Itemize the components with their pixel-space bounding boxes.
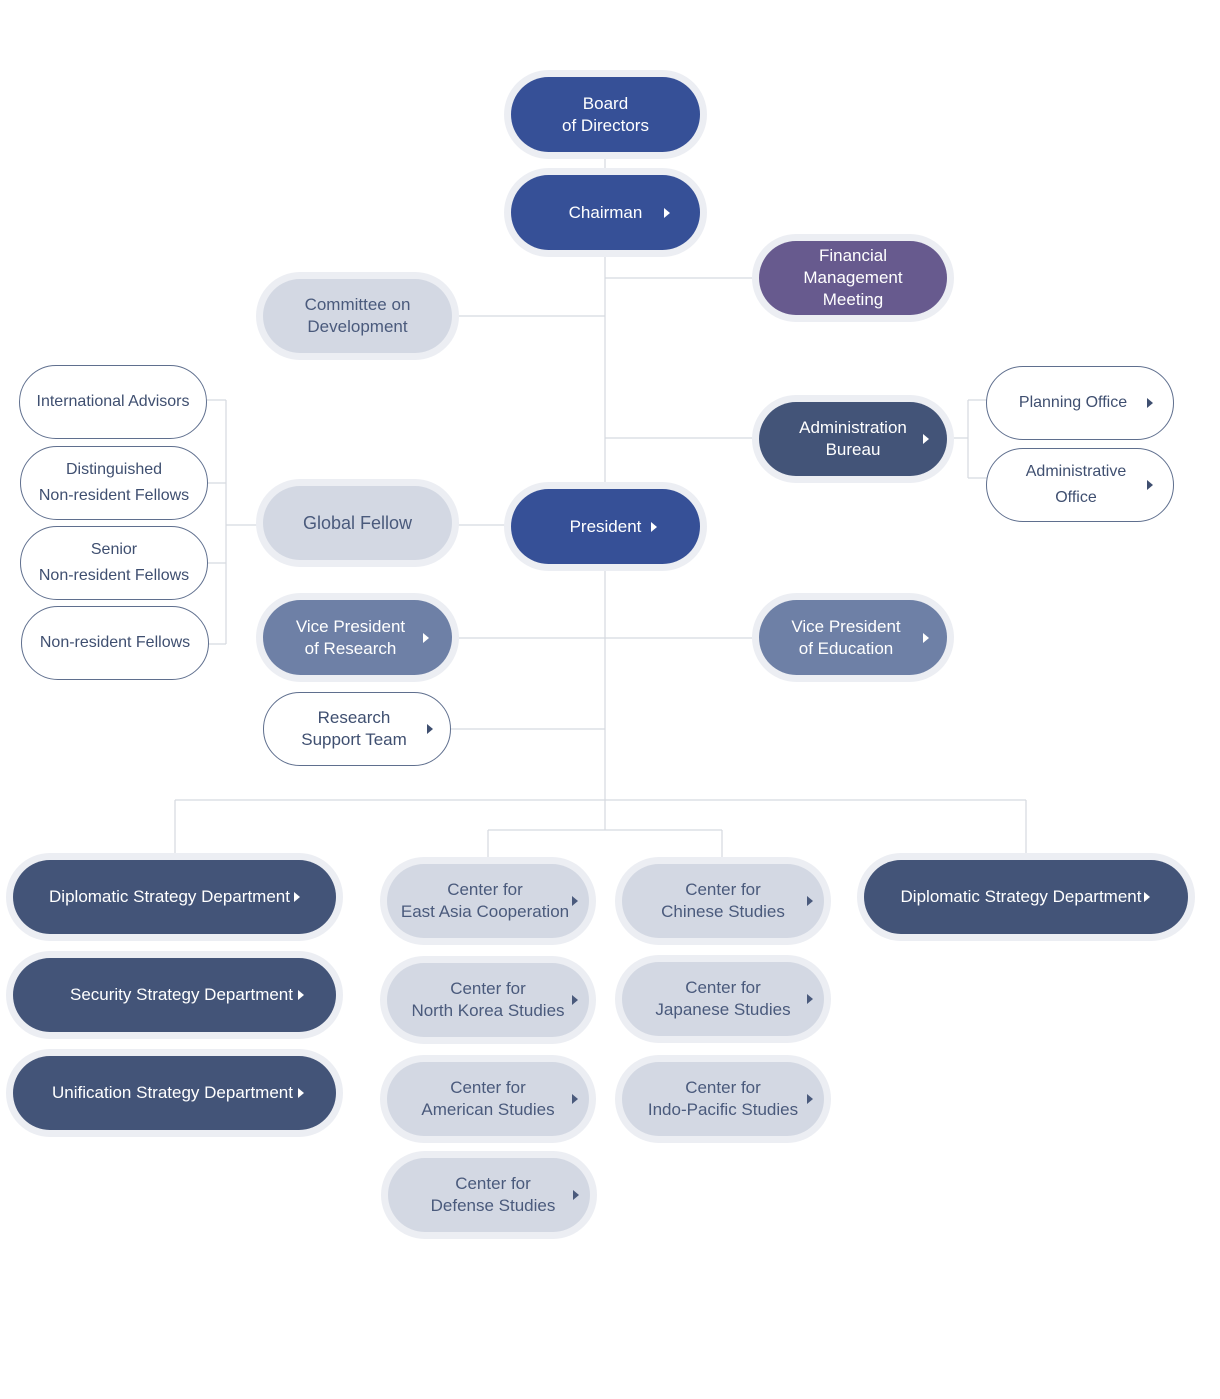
center-defense-studies-node[interactable]: Center for Defense Studies <box>388 1158 590 1232</box>
distinguished-label: Distinguished Non-resident Fellows <box>38 461 190 504</box>
planning-office-node[interactable]: Planning Office <box>986 366 1174 440</box>
global-fellow-node[interactable]: Global Fellow <box>263 486 452 560</box>
administration-label: Administration Bureau <box>799 418 907 459</box>
president-node[interactable]: President <box>511 489 700 564</box>
diplomatic-strategy-department-right-node[interactable]: Diplomatic Strategy Department <box>864 860 1188 934</box>
chevron-right-icon <box>1147 480 1153 490</box>
chevron-right-icon <box>572 1094 578 1104</box>
center-indo-pacific-studies-node[interactable]: Center for Indo-Pacific Studies <box>622 1062 824 1136</box>
center-east-asia-label: Center for East Asia Cooperation <box>400 880 570 921</box>
chairman-label: Chairman <box>568 202 643 222</box>
center-chinese-studies-node[interactable]: Center for Chinese Studies <box>622 864 824 938</box>
chevron-right-icon <box>427 724 433 734</box>
chevron-right-icon <box>573 1190 579 1200</box>
chevron-right-icon <box>664 207 670 218</box>
security-strategy-department-node[interactable]: Security Strategy Department <box>13 958 336 1032</box>
chevron-right-icon <box>923 632 929 643</box>
chevron-right-icon <box>1144 892 1150 902</box>
board-of-directors-node[interactable]: Board of Directors <box>511 77 700 152</box>
center-japanese-label: Center for Japanese Studies <box>655 978 791 1019</box>
vp-education-label: Vice President of Education <box>791 616 901 658</box>
diplomatic-right-label: Diplomatic Strategy Department <box>900 887 1142 906</box>
chevron-right-icon <box>1147 398 1153 408</box>
chairman-node[interactable]: Chairman <box>511 175 700 250</box>
center-indo-pacific-label: Center for Indo-Pacific Studies <box>647 1078 799 1119</box>
committee-label: Committee on Development <box>304 295 411 336</box>
center-north-korea-studies-node[interactable]: Center for North Korea Studies <box>387 963 589 1037</box>
administrative-label: Administrative Office <box>1025 463 1127 506</box>
administrative-office-node[interactable]: Administrative Office <box>986 448 1174 522</box>
chevron-right-icon <box>294 892 300 902</box>
international-advisors-node[interactable]: International Advisors <box>19 365 207 439</box>
unification-label: Unification Strategy Department <box>52 1083 293 1102</box>
center-american-label: Center for American Studies <box>421 1078 555 1119</box>
chevron-right-icon <box>651 521 657 532</box>
administration-bureau-node[interactable]: Administration Bureau <box>759 402 947 476</box>
diplomatic-left-label: Diplomatic Strategy Department <box>49 887 290 906</box>
global-fellow-label: Global Fellow <box>302 513 413 533</box>
vp-education-node[interactable]: Vice President of Education <box>759 600 947 675</box>
chevron-right-icon <box>298 1088 304 1098</box>
chevron-right-icon <box>572 995 578 1005</box>
international-advisors-label: International Advisors <box>36 393 190 410</box>
chevron-right-icon <box>807 896 813 906</box>
senior-label: Senior Non-resident Fellows <box>38 541 190 584</box>
center-defense-label: Center for Defense Studies <box>430 1174 556 1215</box>
planning-label: Planning Office <box>1018 394 1128 411</box>
chevron-right-icon <box>807 1094 813 1104</box>
chevron-right-icon <box>923 434 929 444</box>
chevron-right-icon <box>572 896 578 906</box>
vp-research-label: Vice President of Research <box>295 616 406 658</box>
unification-strategy-department-node[interactable]: Unification Strategy Department <box>13 1056 336 1130</box>
financial-label: Financial Management Meeting <box>803 246 903 309</box>
center-north-korea-label: Center for North Korea Studies <box>411 979 565 1020</box>
non-resident-fellows-node[interactable]: Non-resident Fellows <box>21 606 209 680</box>
senior-fellows-node[interactable]: Senior Non-resident Fellows <box>20 526 208 600</box>
board-label: Board of Directors <box>562 93 649 135</box>
committee-on-development-node[interactable]: Committee on Development <box>263 279 452 353</box>
diplomatic-strategy-department-left-node[interactable]: Diplomatic Strategy Department <box>13 860 336 934</box>
chevron-right-icon <box>807 994 813 1004</box>
distinguished-fellows-node[interactable]: Distinguished Non-resident Fellows <box>20 446 208 520</box>
non-resident-label: Non-resident Fellows <box>39 634 191 651</box>
center-east-asia-cooperation-node[interactable]: Center for East Asia Cooperation <box>387 864 589 938</box>
research-support-team-node[interactable]: Research Support Team <box>263 692 451 766</box>
chevron-right-icon <box>298 990 304 1000</box>
center-chinese-label: Center for Chinese Studies <box>661 880 785 921</box>
center-japanese-studies-node[interactable]: Center for Japanese Studies <box>622 962 824 1036</box>
center-american-studies-node[interactable]: Center for American Studies <box>387 1062 589 1136</box>
president-label: President <box>569 516 642 536</box>
security-label: Security Strategy Department <box>70 985 293 1004</box>
vp-research-node[interactable]: Vice President of Research <box>263 600 452 675</box>
financial-management-meeting-node[interactable]: Financial Management Meeting <box>759 241 947 315</box>
research-support-label: Research Support Team <box>301 708 407 749</box>
chevron-right-icon <box>423 632 429 643</box>
